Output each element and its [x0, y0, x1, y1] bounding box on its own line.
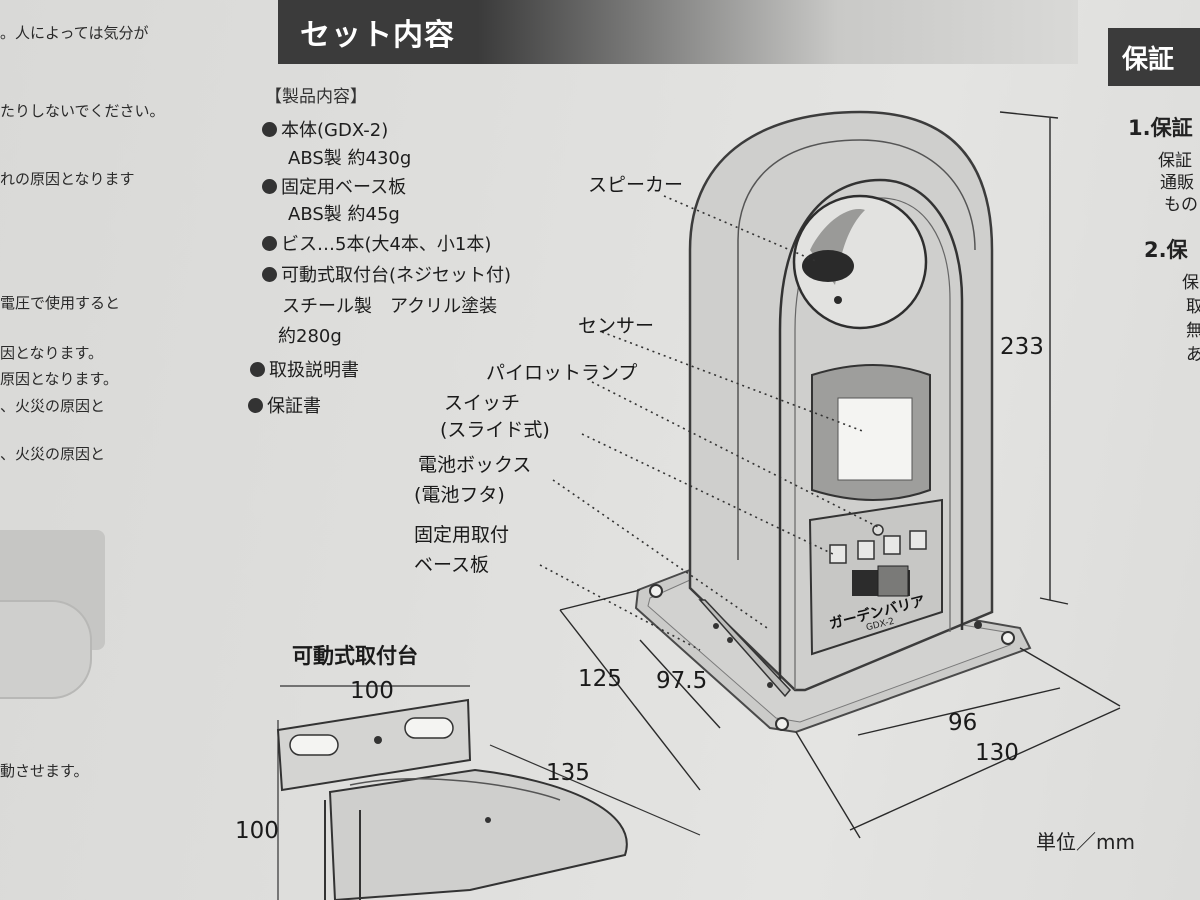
dim-base-width: 130 — [975, 740, 1019, 766]
contents-item-label: 保証書 — [267, 396, 321, 417]
callout-switch-line1: スイッチ — [444, 392, 521, 414]
left-text-line-8: 、火災の原因と — [0, 445, 106, 463]
contents-item-body: 本体(GDX-2) — [262, 116, 388, 142]
section-title: セット内容 — [300, 18, 455, 53]
movable-mount-drawing — [276, 685, 701, 900]
contents-item-label: 可動式取付台(ネジセット付) — [281, 265, 512, 286]
bullet-icon — [262, 236, 277, 251]
left-text-line-7: 、火災の原因と — [0, 397, 106, 415]
callout-pilot-lamp: パイロットランプ — [486, 362, 638, 384]
pilot-lamp-icon — [872, 524, 884, 536]
callout-leaders — [539, 195, 881, 651]
left-text-line-2: たりしないでください。 — [0, 102, 165, 120]
contents-item-base-plate: 固定用ベース板 — [262, 173, 406, 199]
callout-switch-line2: (スライド式) — [440, 419, 550, 441]
section-header-bar: セット内容 — [278, 0, 1078, 64]
callout-sensor: センサー — [578, 315, 655, 337]
device-body — [688, 110, 994, 698]
bullet-icon — [248, 398, 263, 413]
contents-item-label: 取扱説明書 — [269, 360, 359, 381]
dimension-lines — [559, 111, 1121, 839]
dim-unit: 単位／mm — [1036, 830, 1135, 854]
warranty-header: 保証 — [1122, 44, 1175, 75]
warranty-h1-line3: もの — [1164, 195, 1198, 215]
warranty-h1-line1: 保証 — [1158, 151, 1192, 171]
dim-mount-depth: 135 — [546, 760, 590, 786]
dim-mount-width: 100 — [350, 678, 394, 704]
warranty-h2: 2.保 — [1144, 238, 1188, 262]
bullet-icon — [262, 179, 277, 194]
bullet-icon — [262, 122, 277, 137]
left-text-line-1: 。人によっては気分が — [0, 24, 149, 42]
callout-speaker: スピーカー — [588, 174, 684, 196]
mount-title: 可動式取付台 — [292, 644, 418, 668]
contents-sub-header: 【製品内容】 — [265, 87, 367, 107]
warranty-header-bar: 保証 — [1108, 28, 1200, 86]
dim-base-depth: 125 — [578, 666, 622, 692]
contents-item-warranty: 保証書 — [248, 392, 321, 418]
contents-item-label: 固定用ベース板 — [281, 177, 407, 198]
contents-item-manual: 取扱説明書 — [250, 356, 359, 382]
left-text-line-5: 因となります。 — [0, 344, 104, 362]
screw-hole-icon — [1001, 631, 1015, 645]
contents-item-detail: ABS製 約430g — [288, 148, 412, 169]
warranty-h2-line2: 取 — [1186, 297, 1200, 317]
contents-item-label: ビス…5本(大4本、小1本) — [281, 234, 492, 255]
warranty-h2-line1: 保 — [1182, 273, 1199, 293]
screw-hole-icon — [775, 717, 789, 731]
callout-base-line2: ベース板 — [414, 554, 490, 576]
callout-battery-line2: (電池フタ) — [414, 484, 505, 506]
contents-item-detail: スチール製 アクリル塗装 — [282, 296, 498, 317]
dim-inner-depth: 97.5 — [656, 668, 708, 694]
warranty-h1: 1.保証 — [1128, 116, 1193, 140]
contents-item-detail: ABS製 約45g — [288, 204, 400, 225]
warranty-h2-line4: あ — [1186, 345, 1200, 365]
dim-mount-height: 100 — [235, 818, 279, 844]
contents-item-screws: ビス…5本(大4本、小1本) — [262, 230, 491, 256]
warranty-h1-line2: 通販 — [1160, 173, 1194, 193]
left-text-line-4: 電圧で使用すると — [0, 294, 121, 312]
contents-item-mount: 可動式取付台(ネジセット付) — [262, 261, 511, 287]
bullet-icon — [262, 267, 277, 282]
left-text-line-6: 原因となります。 — [0, 370, 119, 388]
dim-inner-width: 96 — [948, 710, 978, 736]
contents-item-label: 本体(GDX-2) — [281, 120, 389, 141]
callout-base-line1: 固定用取付 — [414, 524, 510, 546]
callout-battery-line1: 電池ボックス — [418, 454, 532, 476]
contents-item-detail: 約280g — [278, 326, 342, 347]
dim-height: 233 — [1000, 334, 1044, 360]
bullet-icon — [250, 362, 265, 377]
screw-hole-icon — [649, 584, 663, 598]
warranty-h2-line3: 無 — [1186, 321, 1200, 341]
left-text-line-3: れの原因となります — [0, 170, 135, 188]
left-gray-panel-inner — [0, 600, 92, 699]
left-text-line-9: 動させます。 — [0, 762, 89, 780]
